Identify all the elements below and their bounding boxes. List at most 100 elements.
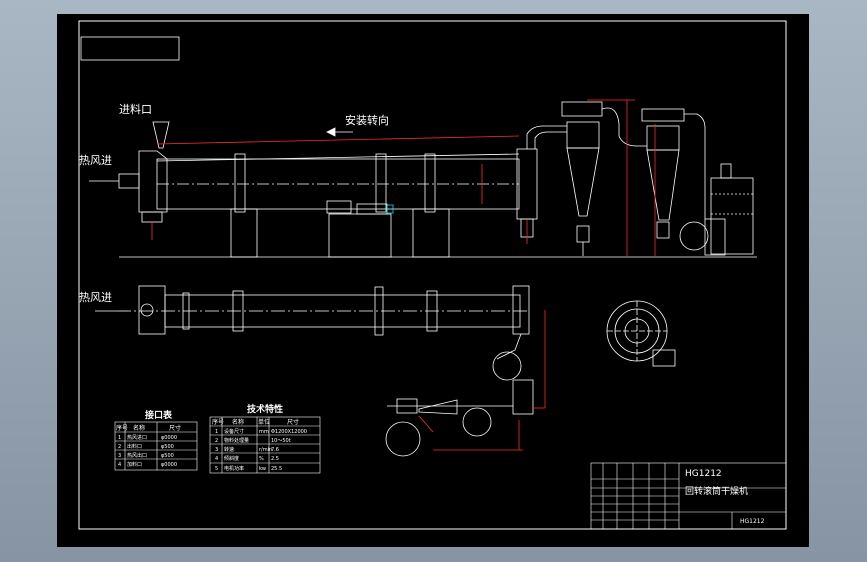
title-block-name: 回转滚筒干燥机 xyxy=(685,485,748,497)
plan-cyclone-2 xyxy=(462,407,492,437)
iface-r1-c2: φ500 xyxy=(161,444,174,450)
tyre-ring-2 xyxy=(375,153,387,213)
tech-r2-c0: 3 xyxy=(215,447,218,453)
iface-r1-c0: 2 xyxy=(118,444,121,450)
hood-bottom xyxy=(141,211,163,223)
corner-box xyxy=(80,36,180,61)
cyclone-1-valve xyxy=(576,225,590,243)
cyclone-2-top xyxy=(641,108,685,122)
drum-top-slope xyxy=(156,153,520,162)
tech-h2: 单位 xyxy=(258,418,270,426)
chimney xyxy=(720,163,732,179)
iface-h2: 尺寸 xyxy=(169,424,181,432)
drawing-frame xyxy=(78,20,787,530)
support-pier-3 xyxy=(412,208,450,258)
tech-r0-c3: Φ1200X12000 xyxy=(271,429,307,435)
tech-r2-c2: r/min xyxy=(259,447,272,453)
cyclone-2-valve xyxy=(656,221,670,239)
plan-cyclone-1 xyxy=(492,351,522,381)
elevation-view xyxy=(89,101,757,258)
plan-feed-hood xyxy=(138,285,166,335)
iface-r0-c0: 1 xyxy=(118,435,121,441)
cyclone-1-body xyxy=(566,121,600,149)
plan-view xyxy=(95,285,534,457)
plan-ring-0 xyxy=(182,292,190,330)
iface-r2-c0: 3 xyxy=(118,453,121,459)
tech-table-title: 技术特性 xyxy=(247,403,283,415)
elevation-dimensions xyxy=(156,99,656,256)
tech-r3-c3: 2.5 xyxy=(271,456,279,462)
iface-r2-c2: φ500 xyxy=(161,453,174,459)
title-block-model: HG1212 xyxy=(685,469,722,479)
title-block xyxy=(590,462,787,530)
tech-r0-c2: mm xyxy=(259,429,269,435)
plan-dimensions xyxy=(418,310,546,451)
exhaust-duct xyxy=(684,113,706,219)
title-block-drawing-no: HG1212 xyxy=(740,518,765,525)
tech-table-grid xyxy=(209,416,321,474)
tech-table: 技术特性 序号 名称 单位 尺寸 1 设备尺寸 mm Φ1200X12000 2… xyxy=(209,403,321,474)
tech-r2-c3: 7.6 xyxy=(271,447,279,453)
tech-r3-c2: % xyxy=(259,456,264,462)
hot-air-label-top: 热风进 xyxy=(79,154,112,167)
plan-connector xyxy=(418,399,458,415)
tech-r3-c1: 倾斜度 xyxy=(224,455,239,462)
support-pier-1 xyxy=(230,208,258,258)
iface-h1: 名称 xyxy=(133,424,145,432)
interface-table-border xyxy=(114,421,198,471)
tech-r1-c1: 物料处理量 xyxy=(224,437,249,444)
tech-r4-c1: 电机功率 xyxy=(224,465,244,472)
tech-h0: 序号 xyxy=(212,418,224,426)
plan-ring-3 xyxy=(426,290,438,332)
tech-h1: 名称 xyxy=(232,418,244,426)
cyclone-1-top xyxy=(561,101,603,117)
plan-duct-vertical xyxy=(512,379,534,415)
plan-leader xyxy=(418,415,434,433)
iface-r3-c0: 4 xyxy=(118,462,121,468)
length-dim xyxy=(156,135,520,145)
tech-r3-c0: 4 xyxy=(215,456,218,462)
feed-hopper xyxy=(152,121,170,149)
iface-r3-c2: φ0000 xyxy=(161,462,177,468)
tech-r4-c2: kw xyxy=(259,466,266,472)
rotation-arrow-head xyxy=(326,127,336,137)
plan-fan-circle xyxy=(385,421,421,457)
hot-air-inlet-pipe xyxy=(118,173,140,189)
interface-table-title: 接口表 xyxy=(145,409,173,421)
rotation-arrow xyxy=(326,127,353,137)
iface-r1-c1: 出料口 xyxy=(127,443,142,450)
cyclone-2-cone xyxy=(646,149,680,221)
fan-motor xyxy=(704,218,726,256)
cyclone-link-duct xyxy=(601,107,647,147)
tyre-ring-1 xyxy=(234,153,246,213)
end-view-drive xyxy=(652,349,676,367)
iface-r0-c2: φ0000 xyxy=(161,435,177,441)
plan-feed-circle xyxy=(140,303,154,317)
cyclone-1-cone xyxy=(566,147,600,217)
tech-r1-c0: 2 xyxy=(215,438,218,444)
hot-air-label-bottom: 热风进 xyxy=(79,291,112,304)
scrubber-tower xyxy=(710,177,754,255)
iface-r2-c1: 热风出口 xyxy=(127,452,147,459)
drawing-sheet: 安装转向 进料口 热风进 热风进 xyxy=(57,14,809,547)
drawing-canvas: 安装转向 进料口 热风进 热风进 xyxy=(78,20,787,530)
tech-table-border xyxy=(209,416,321,474)
iface-r0-c1: 热风进口 xyxy=(127,434,147,441)
tech-r0-c0: 1 xyxy=(215,429,218,435)
tyre-ring-3 xyxy=(424,153,436,213)
discharge-hood xyxy=(516,148,538,220)
feed-inlet-label: 进料口 xyxy=(119,102,152,116)
tech-r1-c3: 10～50t xyxy=(271,438,291,444)
tech-r0-c1: 设备尺寸 xyxy=(224,428,244,435)
plan-ring-1 xyxy=(232,290,244,332)
iface-h0: 序号 xyxy=(116,424,128,432)
interface-table-grid xyxy=(114,421,198,471)
tech-r4-c3: 25.5 xyxy=(271,466,282,472)
drive-coupling xyxy=(386,204,394,214)
fan-housing xyxy=(679,221,709,251)
plan-duct xyxy=(496,333,522,360)
plan-ring-2 xyxy=(374,286,384,336)
drive-motor xyxy=(326,200,352,214)
outlet-duct-inner xyxy=(534,131,567,149)
